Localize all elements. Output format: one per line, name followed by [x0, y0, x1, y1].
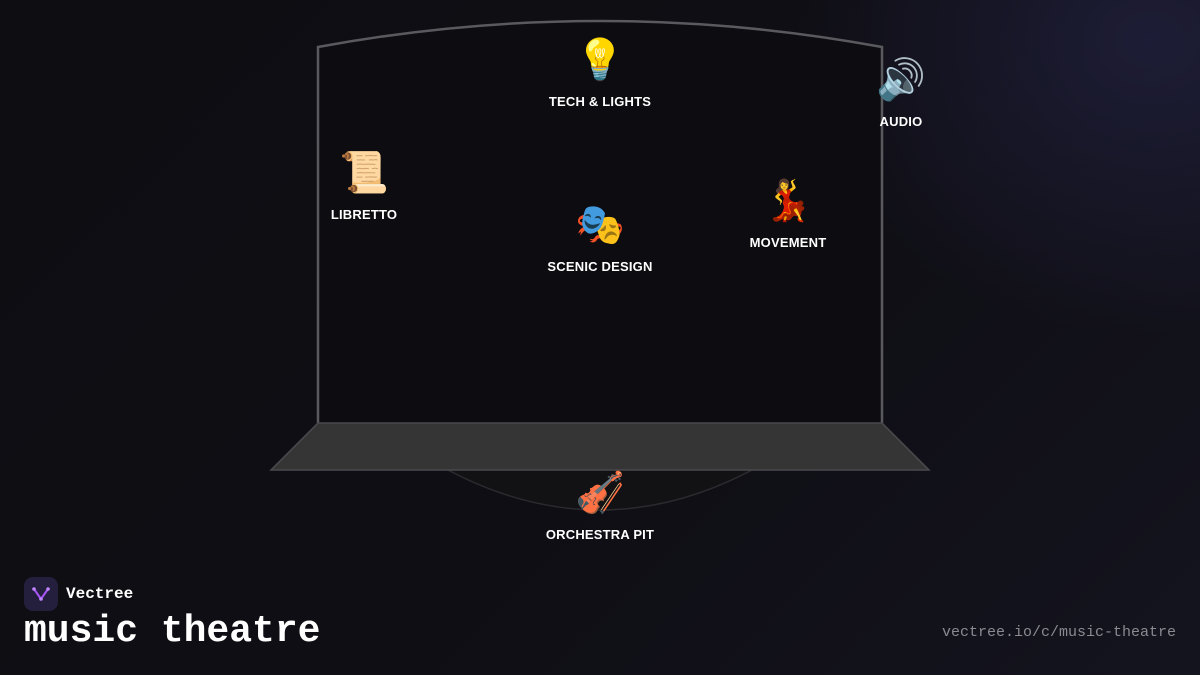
node-audio[interactable]: 🔊 AUDIO — [876, 56, 926, 129]
brand[interactable]: Vectree — [24, 577, 133, 611]
dancer-icon: 💃 — [763, 178, 813, 224]
node-label: ORCHESTRA PIT — [545, 527, 655, 542]
node-label: AUDIO — [879, 114, 923, 129]
brand-name: Vectree — [66, 585, 134, 603]
speaker-icon: 🔊 — [876, 57, 926, 103]
node-movement[interactable]: 💃 MOVEMENT — [750, 177, 827, 250]
proscenium-frame — [316, 19, 884, 423]
node-label: LIBRETTO — [330, 207, 398, 222]
node-label: MOVEMENT — [749, 235, 827, 250]
node-libretto[interactable]: 📜 LIBRETTO — [331, 149, 397, 222]
footer-url[interactable]: vectree.io/c/music-theatre — [941, 624, 1176, 641]
scroll-icon: 📜 — [339, 150, 389, 196]
lightbulb-icon: 💡 — [575, 37, 625, 83]
violin-icon: 🎻 — [575, 470, 625, 516]
node-label: TECH & LIGHTS — [548, 94, 652, 109]
node-tech-lights[interactable]: 💡 TECH & LIGHTS — [549, 36, 651, 109]
page-title: music theatre — [24, 610, 321, 653]
node-label: SCENIC DESIGN — [547, 259, 653, 274]
vectree-logo-icon — [24, 577, 58, 611]
stage-floor — [269, 422, 931, 471]
node-scenic-design[interactable]: 🎭 SCENIC DESIGN — [547, 201, 652, 274]
orchestra-pit-shape — [427, 459, 773, 511]
theater-masks-icon: 🎭 — [575, 202, 625, 248]
node-orchestra-pit[interactable]: 🎻 ORCHESTRA PIT — [546, 469, 654, 542]
